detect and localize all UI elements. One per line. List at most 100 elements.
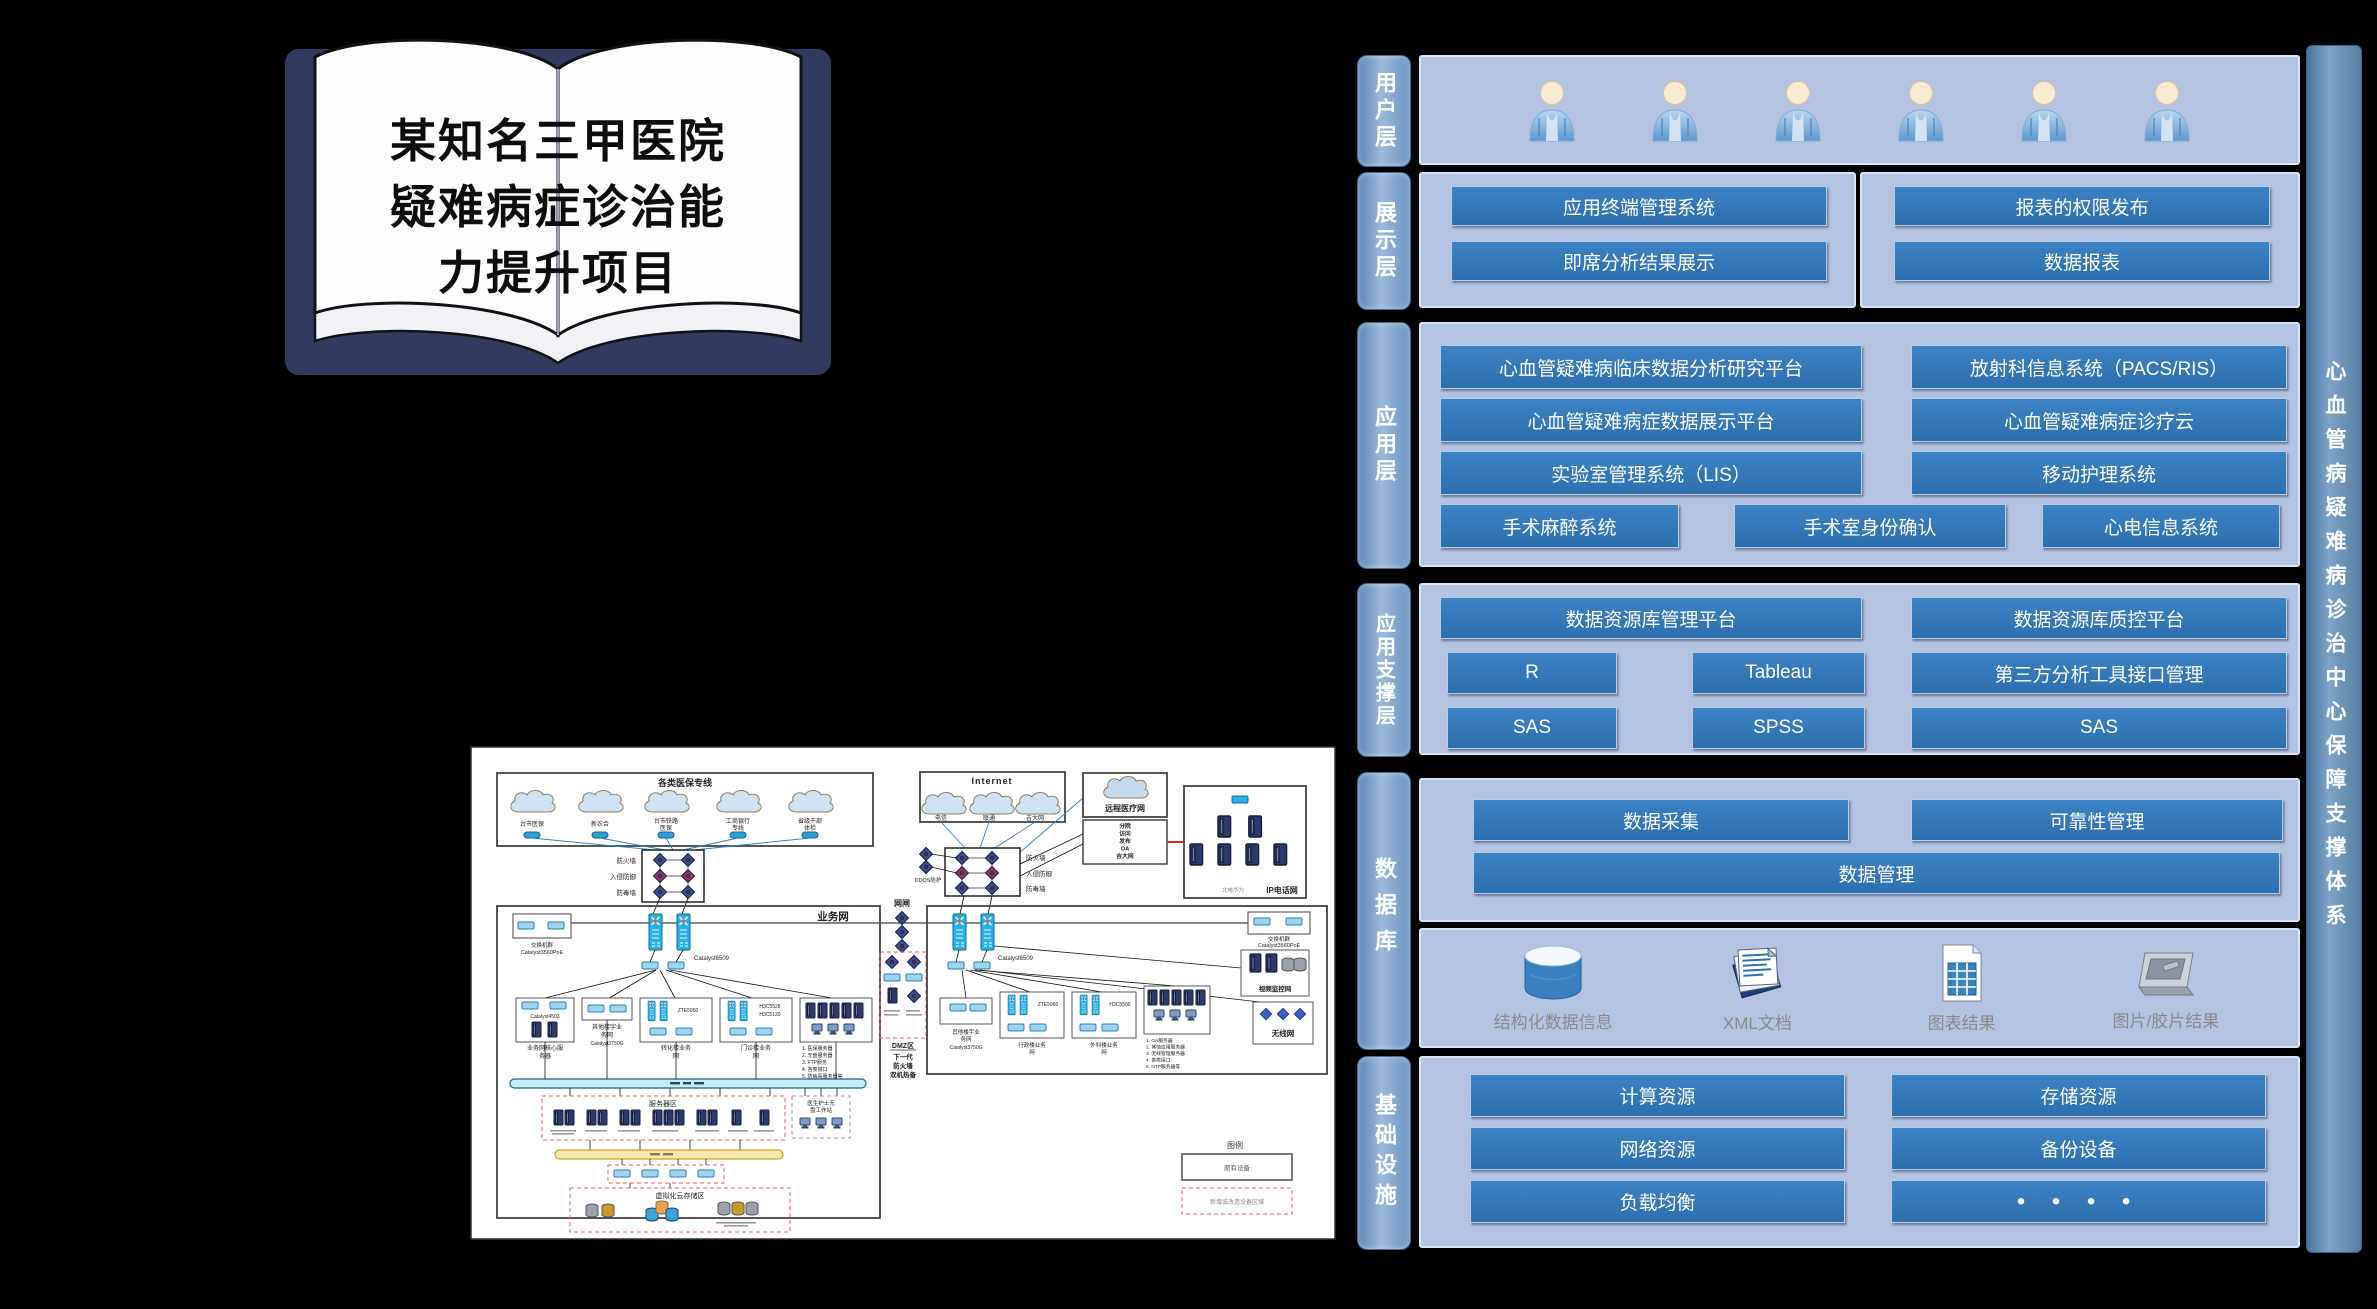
switch-icon (697, 1169, 715, 1178)
core-switch-icon (676, 913, 691, 951)
rb4-list: 3. 无线管理服务器 (1146, 1050, 1185, 1057)
server-icon (829, 1002, 840, 1019)
workstation-links (804, 1088, 838, 1096)
fw2-label-firewall: 防火墙 (1026, 853, 1046, 862)
switch-icon (1079, 1023, 1097, 1032)
rb4-list: 4. 各类接口 (1146, 1057, 1171, 1064)
user-icon (1652, 81, 1698, 142)
app-layer-panel: 心血管疑难病临床数据分析研究平台 放射科信息系统（PACS/RIS） 心血管疑难… (1419, 322, 2300, 567)
asset-film-result: 图片/胶片结果 (2064, 945, 2268, 1032)
switch-icon (1079, 994, 1088, 1016)
right-security-stack (954, 850, 1000, 896)
bus2-uplinks (589, 1140, 741, 1150)
server-icon (731, 1109, 742, 1126)
dmz-line: 双机热备 (890, 1070, 917, 1079)
switch-icon (729, 1027, 747, 1036)
workstation-icon (811, 1023, 823, 1035)
server-icon (652, 1109, 663, 1126)
button-mobile-nursing: 移动护理系统 (1911, 451, 2287, 495)
server-icon (707, 1109, 718, 1126)
insurance-cloud-label: 医保 (660, 824, 672, 832)
rb2-caption: 网 (1029, 1049, 1035, 1056)
infra-layer-panel: 计算资源 存储资源 网络资源 备份设备 负载均衡 • • • • (1419, 1056, 2300, 1248)
insurance-clouds: 台市医保 新农合 台市铁路 医保 工商银行 专线 省级干部 体检 (510, 790, 834, 839)
router-icon (729, 831, 747, 839)
book-title-line3: 力提升项目 (438, 247, 678, 299)
switch-icon (1285, 917, 1303, 926)
layer-label-infra-text: 基础设施 (1372, 1093, 1397, 1213)
storage-cylinder-icon (731, 1201, 745, 1216)
server-icon (805, 1002, 816, 1019)
business-net-box-right (926, 905, 1328, 1075)
button-load-balance: 负载均衡 (1470, 1180, 1845, 1223)
core-agg-links-right (955, 949, 988, 963)
server-icon (564, 1109, 575, 1126)
server-icon (663, 1109, 674, 1126)
switch-icon (949, 1003, 967, 1012)
button-repo-qc: 数据资源库质控平台 (1911, 597, 2287, 639)
server-area-microlabels (550, 1130, 774, 1135)
film-icon (2137, 952, 2194, 995)
rb1-device: Catalyst3750G (949, 1045, 982, 1051)
button-spss: SPSS (1692, 707, 1865, 749)
storage-cylinder-icon (601, 1203, 615, 1218)
button-ecg-info: 心电信息系统 (2042, 504, 2280, 548)
workstation-icon (1153, 1009, 1165, 1021)
book-title-line1: 某知名三甲医院 (390, 115, 726, 167)
fw2-label-ips: 入侵防御 (1026, 869, 1053, 878)
layer-label-user-text: 用户层 (1372, 70, 1397, 152)
lb5-list: 5. 防病毒服务器等 (802, 1073, 843, 1080)
dmz-microlabels (884, 1010, 922, 1016)
fw1-label-antivirus: 防毒墙 (617, 888, 637, 897)
storage-links (629, 1183, 671, 1188)
switch-icon (905, 973, 923, 982)
asset-xml-doc-label: XML文档 (1722, 1013, 1792, 1033)
layer-label-app-text: 应用层 (1372, 405, 1397, 486)
dmz-box (879, 951, 927, 1039)
switch-icon (1007, 1023, 1025, 1032)
server-icon (1217, 843, 1232, 866)
switch-icon (609, 1004, 627, 1013)
layer-label-support: 应用支撑层 (1357, 583, 1411, 757)
switch-icon (587, 1004, 605, 1013)
switch-icon (521, 1001, 539, 1010)
server-icon (547, 1021, 558, 1038)
core-switch-icon (648, 913, 663, 951)
rb4-list: 5. NTP服务器等 (1146, 1063, 1180, 1070)
switch-icon (1101, 1023, 1119, 1032)
switch-icon (675, 1027, 693, 1036)
insurance-cloud-label: 体检 (804, 824, 816, 832)
spreadsheet-icon (1942, 944, 1982, 1001)
switch-icon (613, 1169, 631, 1178)
internet-cloud-label: 联通 (983, 814, 995, 822)
switch-group-right-model: Catalyst3560PoE (1258, 943, 1301, 949)
asset-film-result-label: 图片/胶片结果 (2112, 1011, 2220, 1031)
branch-line: 吉大网 (1116, 852, 1134, 860)
workstation-icon (799, 1117, 811, 1129)
switch-icon (549, 1001, 567, 1010)
storage-cylinder-icon (1293, 957, 1307, 972)
core-agg-links-left (649, 949, 684, 963)
lb5-list: 4. 各类接口 (802, 1066, 828, 1073)
book-illustration: 某知名三甲医院 疑难病症诊治能 力提升项目 (281, 38, 835, 379)
insurance-cloud-label: 台市铁路 (654, 817, 678, 825)
storage-cylinder-icon (717, 1201, 731, 1216)
button-anesthesia: 手术麻醉系统 (1440, 504, 1679, 548)
business-net-box-left (496, 905, 881, 1219)
fw2-downlinks (959, 895, 993, 915)
lb1-device: Catalyst4503 (530, 1014, 559, 1020)
book-title-line2: 疑难病症诊治能 (390, 181, 726, 233)
legend-new-box (1181, 1187, 1293, 1215)
bus1-microlabel (670, 1082, 704, 1085)
user-icon (2021, 81, 2067, 142)
storage-cylinder-icon (665, 1207, 679, 1222)
database-layer-panel-assets: 结构化数据信息 XML文档 图表结果 图片/胶片结果 (1419, 928, 2300, 1048)
button-tableau: Tableau (1692, 652, 1865, 694)
server-icon (853, 1002, 864, 1019)
button-repo-mgmt: 数据资源库管理平台 (1440, 597, 1862, 639)
lb5-list: 3. FTP服务 (802, 1059, 827, 1066)
server-icon (1171, 989, 1182, 1006)
button-terminal-mgmt: 应用终端管理系统 (1451, 186, 1827, 226)
button-pacs-ris: 放射科信息系统（PACS/RIS） (1911, 345, 2287, 389)
storage-cylinder-icon (1281, 957, 1295, 972)
